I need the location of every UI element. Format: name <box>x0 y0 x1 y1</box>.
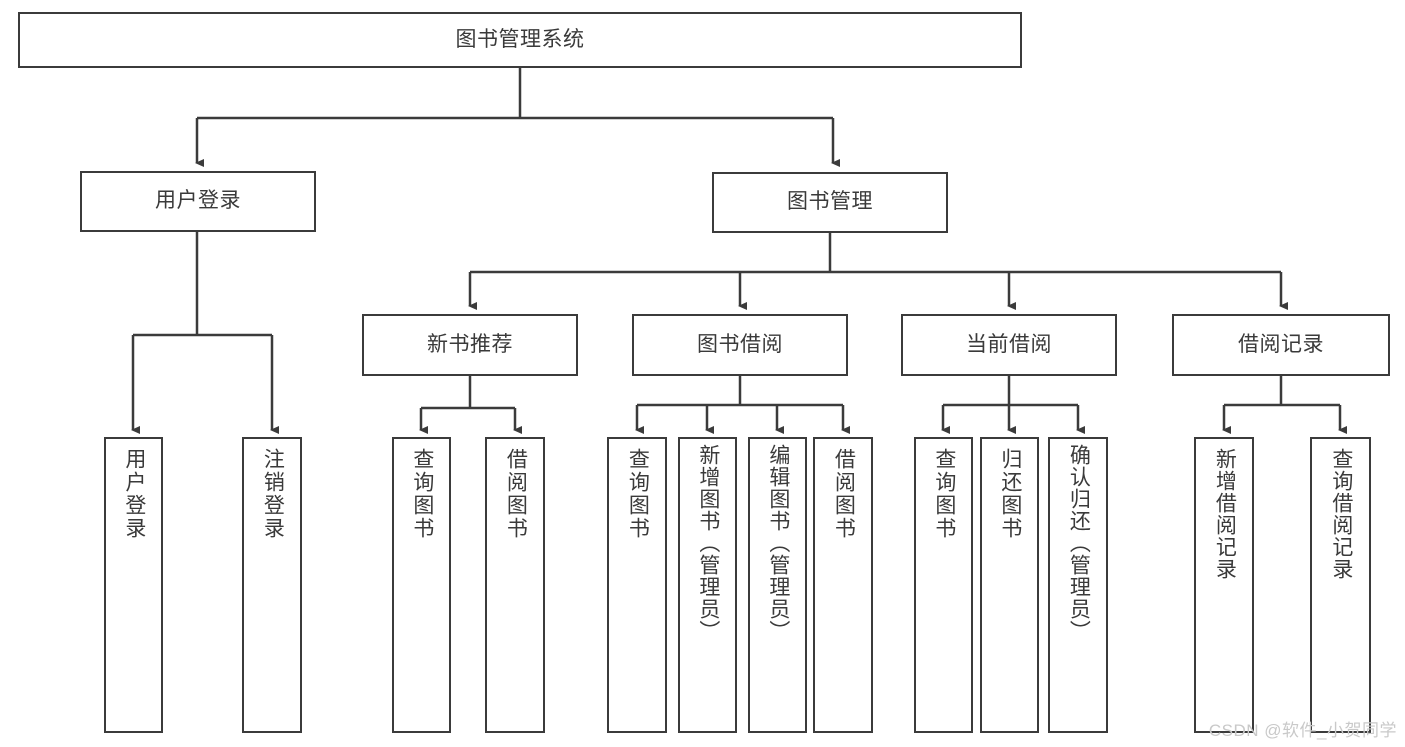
leaf-edit-book[interactable]: 编辑图书（管理员） <box>748 437 807 733</box>
leaf-query-book-3[interactable]: 查询图书 <box>914 437 973 733</box>
leaf-add-book-label: 新增图书（管理员） <box>696 444 720 642</box>
node-root[interactable]: 图书管理系统 <box>18 12 1022 68</box>
leaf-query-book-2[interactable]: 查询图书 <box>607 437 667 733</box>
leaf-edit-book-label: 编辑图书（管理员） <box>766 444 790 642</box>
leaf-query-book-3-label: 查询图书 <box>932 448 956 540</box>
leaf-user-logout-label: 注销登录 <box>261 448 285 540</box>
node-borrow-record-label: 借阅记录 <box>1238 332 1324 356</box>
leaf-borrow-book-2[interactable]: 借阅图书 <box>813 437 873 733</box>
leaf-add-record[interactable]: 新增借阅记录 <box>1194 437 1254 733</box>
leaf-query-book-1-label: 查询图书 <box>410 448 434 540</box>
leaf-borrow-book-1-label: 借阅图书 <box>504 448 528 540</box>
leaf-return-book-label: 归还图书 <box>998 448 1022 540</box>
leaf-add-record-label: 新增借阅记录 <box>1213 448 1237 580</box>
leaf-return-book[interactable]: 归还图书 <box>980 437 1039 733</box>
node-current-borrow[interactable]: 当前借阅 <box>901 314 1117 376</box>
leaf-query-book-1[interactable]: 查询图书 <box>392 437 451 733</box>
leaf-user-login[interactable]: 用户登录 <box>104 437 163 733</box>
node-book-manage[interactable]: 图书管理 <box>712 172 948 233</box>
node-new-book-recommend-label: 新书推荐 <box>427 332 513 356</box>
leaf-query-record[interactable]: 查询借阅记录 <box>1310 437 1371 733</box>
node-current-borrow-label: 当前借阅 <box>966 332 1052 356</box>
node-book-manage-label: 图书管理 <box>787 190 873 214</box>
leaf-confirm-return-label: 确认归还（管理员） <box>1067 444 1091 642</box>
node-book-borrow-label: 图书借阅 <box>697 332 783 356</box>
node-book-borrow[interactable]: 图书借阅 <box>632 314 848 376</box>
node-new-book-recommend[interactable]: 新书推荐 <box>362 314 578 376</box>
leaf-query-record-label: 查询借阅记录 <box>1329 448 1353 580</box>
leaf-confirm-return[interactable]: 确认归还（管理员） <box>1048 437 1108 733</box>
leaf-query-book-2-label: 查询图书 <box>626 448 650 540</box>
node-borrow-record[interactable]: 借阅记录 <box>1172 314 1390 376</box>
leaf-user-logout[interactable]: 注销登录 <box>242 437 302 733</box>
leaf-borrow-book-2-label: 借阅图书 <box>832 448 856 540</box>
leaf-user-login-label: 用户登录 <box>122 448 146 540</box>
leaf-add-book[interactable]: 新增图书（管理员） <box>678 437 737 733</box>
node-user-login-label: 用户登录 <box>155 189 241 213</box>
leaf-borrow-book-1[interactable]: 借阅图书 <box>485 437 545 733</box>
node-user-login[interactable]: 用户登录 <box>80 171 316 232</box>
node-root-label: 图书管理系统 <box>455 27 585 51</box>
